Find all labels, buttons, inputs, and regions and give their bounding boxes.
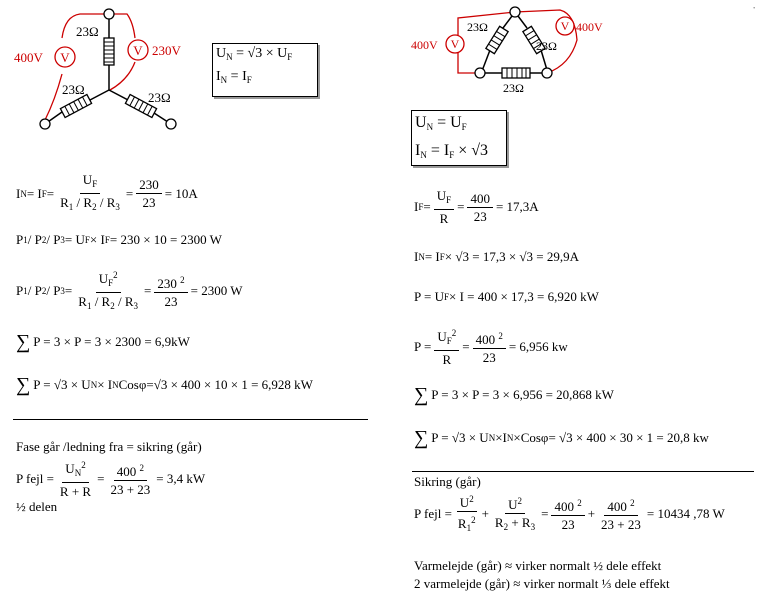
resistor-label: 23Ω [503,81,524,95]
terminal-right [541,67,553,79]
terminal-left [474,67,486,79]
meter-right-value: 230V [152,43,182,58]
resistor-label: 23Ω [76,24,99,39]
meter-right-value: 400V [576,20,603,34]
delta-formula-box: UN = UF IN = IF × √3 [411,110,507,166]
resistor-left [484,25,510,55]
meter-letter: V [561,19,570,33]
voltmeter-right-icon [127,39,149,61]
meter-left-value: 400V [14,50,44,65]
divider-right [412,471,754,472]
resistor-bottom [501,67,531,79]
fault-title: Fase går /ledning fra = sikring (går) [16,439,202,454]
star-formula-box: UN = √3 × UF IN = IF [212,43,318,97]
resistor-right [124,93,158,119]
voltmeter-left-icon [54,46,76,68]
terminal-top [509,6,521,18]
divider-left [13,419,368,420]
delta-circuit-diagram: V V 400V 400V 23Ω 23Ω 23Ω [411,6,603,95]
resistor-label: 23Ω [148,90,171,105]
resistor-label: 23Ω [467,20,488,34]
resistor-label: 23Ω [62,82,85,97]
meter-letter: V [133,43,143,58]
eq-line-sum-power: ∑P = 3 × P = 3 × 2300 = 6,9kW [16,331,190,353]
terminal-left [39,118,51,130]
note-line-1: Varmelejde (går) ≈ virker normalt ½ dele… [414,558,662,573]
note-line-2: 2 varmelejde (går) ≈ virker normalt ⅓ de… [414,576,670,591]
resistor-right [521,25,547,55]
voltmeter-right-icon [555,16,575,36]
terminal-right [165,118,177,130]
voltmeter-left-icon [445,34,465,54]
corner-mark: · [752,0,757,15]
terminal-top [103,8,115,20]
resistor-label: 23Ω [536,39,557,53]
eq-line-sum-power: ∑P = 3 × P = 3 × 6,956 = 20,868 kW [414,384,614,406]
fault-note: ½ delen [16,499,58,514]
fuse-title: Sikring (går) [414,474,481,489]
meter-left-value: 400V [411,38,438,52]
resistor-left [59,93,93,119]
meter-letter: V [451,37,460,51]
meter-letter: V [60,50,70,65]
star-circuit-diagram: V V 400V 230V 23Ω 23Ω 23Ω [14,8,182,130]
resistor-vertical [103,37,115,66]
